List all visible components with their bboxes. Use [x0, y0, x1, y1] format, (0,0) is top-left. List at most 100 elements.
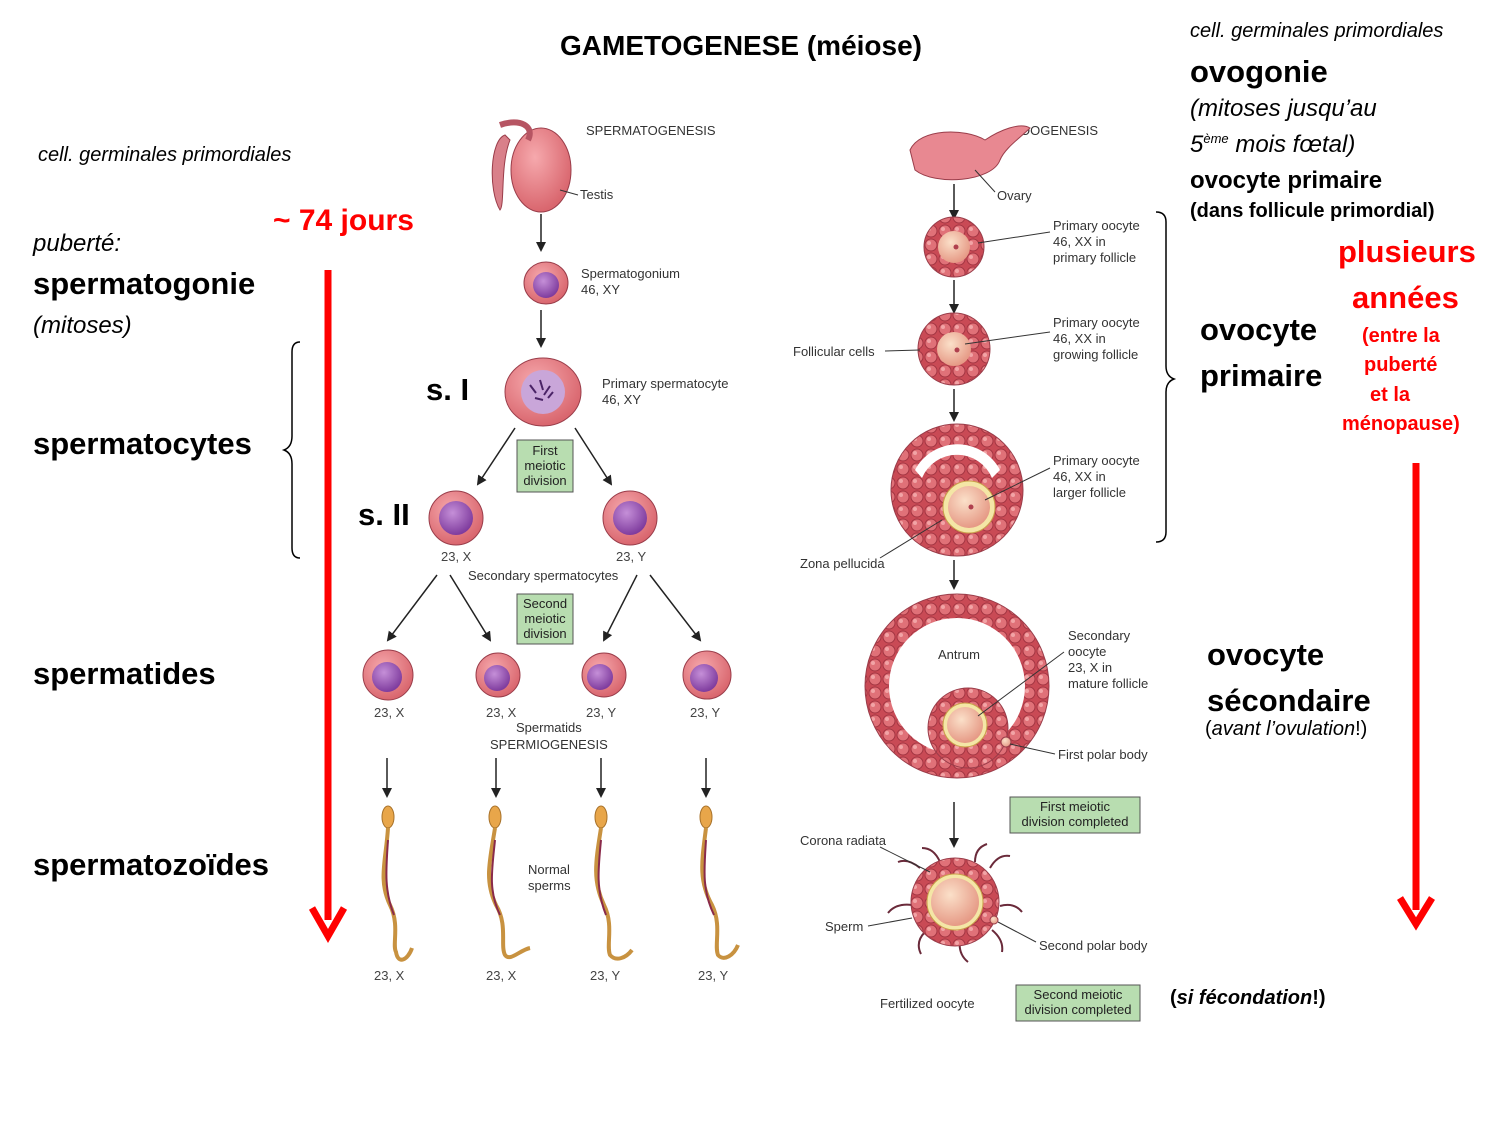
spermatid-karyotype-1: 23, X — [374, 705, 405, 720]
second-completed-line1: Second meiotic — [1034, 987, 1123, 1002]
corona-radiata-label: Corona radiata — [800, 833, 887, 848]
ovocyte-primaire-brace — [1155, 211, 1177, 543]
ovogonie-mitoses-line2: 5ème mois fœtal) — [1190, 131, 1355, 159]
secondary-spermatocyte-y-cell — [602, 490, 658, 546]
secondary-y-karyotype: 23, Y — [616, 549, 646, 564]
spermatides-label: spermatides — [33, 656, 216, 691]
spermiogenesis-label: SPERMIOGENESIS — [490, 737, 608, 752]
spermatogonie-label: spermatogonie — [33, 266, 256, 301]
spermatogonium-cell — [523, 261, 569, 305]
sperm-karyotype-2: 23, X — [486, 968, 517, 983]
larger-follicle — [890, 423, 1024, 557]
ovocyte-primaire-label-1: ovocyte — [1200, 312, 1318, 347]
et-la-label: et la — [1370, 384, 1411, 406]
male-duration-label: ~ 74 jours — [273, 204, 414, 237]
primary-oocyte-2-line3: growing follicle — [1053, 347, 1138, 362]
second-meiotic-completed-box — [1015, 984, 1141, 1022]
ovogonie-label: ovogonie — [1190, 54, 1328, 89]
fertilized-oocyte — [887, 843, 1023, 963]
second-meiotic-division-box — [516, 593, 574, 645]
sperm-karyotype-3: 23, Y — [590, 968, 620, 983]
avant-text: avant l’ovulation — [1211, 718, 1356, 740]
primary-oocyte-3-line2: 46, XX in — [1053, 469, 1106, 484]
spermatocytes-brace — [281, 341, 301, 559]
sperm-karyotype-4: 23, Y — [698, 968, 728, 983]
antrum-label: Antrum — [938, 647, 980, 662]
ovocyte-secondaire-label-1: ovocyte — [1207, 637, 1325, 672]
first-completed-line2: division completed — [1022, 814, 1129, 829]
secondary-oocyte-line2: oocyte — [1068, 644, 1106, 659]
ovocyte-primaire-label-2: primaire — [1200, 358, 1323, 393]
primary-oocyte-3-line3: larger follicle — [1053, 485, 1126, 500]
primary-oocyte-2-line2: 46, XX in — [1053, 331, 1106, 346]
first-meiotic-completed-box — [1009, 796, 1141, 834]
month-rest: mois fœtal) — [1228, 131, 1356, 158]
sperms-label: sperms — [528, 878, 571, 893]
page-title: GAMETOGENESE (méiose) — [560, 30, 923, 61]
spermatogenesis-heading: SPERMATOGENESIS — [586, 123, 716, 138]
spermatids-label: Spermatids — [516, 720, 582, 735]
spermatid-cell-3 — [581, 652, 627, 698]
first-polar-body-label: First polar body — [1058, 747, 1148, 762]
secondary-oocyte-line1: Secondary — [1068, 628, 1131, 643]
second-meiotic-line1: Second — [523, 596, 567, 611]
ovary-label: Ovary — [997, 188, 1032, 203]
first-meiotic-line1: First — [532, 443, 558, 458]
primary-oocyte-1-line1: Primary oocyte — [1053, 218, 1140, 233]
menopause-label: ménopause) — [1342, 413, 1460, 435]
si-fecondation-label: (si fécondation!) — [1170, 987, 1326, 1010]
spermatid-karyotype-4: 23, Y — [690, 705, 720, 720]
normal-label: Normal — [528, 862, 570, 877]
sperm-cell-2 — [487, 805, 531, 960]
secondary-spermatocytes-label: Secondary spermatocytes — [468, 568, 619, 583]
spermatid-cell-4 — [682, 650, 732, 700]
second-completed-line2: division completed — [1025, 1002, 1132, 1017]
first-meiotic-line2: meiotic — [524, 458, 566, 473]
spermatid-cell-1 — [362, 649, 414, 701]
secondary-x-karyotype: 23, X — [441, 549, 472, 564]
spermatid-karyotype-2: 23, X — [486, 705, 517, 720]
fertilized-oocyte-label: Fertilized oocyte — [880, 996, 975, 1011]
s2-label: s. II — [358, 497, 410, 532]
secondary-oocyte-line4: mature follicle — [1068, 676, 1148, 691]
spermatogonium-karyotype: 46, XY — [581, 282, 620, 297]
avant-close: !) — [1355, 718, 1368, 740]
si-open: ( — [1170, 987, 1177, 1009]
second-meiotic-line3: division — [523, 626, 566, 641]
follicule-label: (dans follicule primordial) — [1190, 200, 1435, 222]
first-completed-line1: First meiotic — [1040, 799, 1111, 814]
primary-oocyte-2-line1: Primary oocyte — [1053, 315, 1140, 330]
plusieurs-label: plusieurs — [1338, 234, 1476, 269]
ovary-icon — [909, 125, 1031, 181]
female-primordial-label: cell. germinales primordiales — [1190, 20, 1444, 42]
primary-spermatocyte-label: Primary spermatocyte — [602, 376, 728, 391]
male-primordial-label: cell. germinales primordiales — [38, 144, 292, 166]
puberty-label: puberté: — [33, 230, 122, 257]
ovocyte-secondaire-label-2: sécondaire — [1207, 683, 1371, 718]
month-number: 5 — [1190, 131, 1204, 158]
entre-la-label: (entre la — [1362, 325, 1440, 347]
primary-oocyte-1-line3: primary follicle — [1053, 250, 1136, 265]
ovogonie-mitoses-line1: (mitoses jusqu’au — [1190, 95, 1377, 122]
annees-label: années — [1352, 280, 1459, 315]
primary-oocyte-3-line1: Primary oocyte — [1053, 453, 1140, 468]
puberte-label: puberté — [1364, 354, 1438, 376]
month-superscript: ème — [1203, 131, 1229, 146]
avant-open: ( — [1205, 718, 1212, 740]
sperm-cell-1 — [381, 805, 414, 962]
testis-icon — [491, 119, 572, 213]
si-text: si fécondation — [1176, 987, 1313, 1009]
male-duration-arrowhead — [308, 906, 348, 944]
zona-pellucida-label: Zona pellucida — [800, 556, 885, 571]
primary-oocyte-1-line2: 46, XX in — [1053, 234, 1106, 249]
spermatid-karyotype-3: 23, Y — [586, 705, 616, 720]
second-polar-body-label: Second polar body — [1039, 938, 1148, 953]
spermatid-cell-2 — [475, 652, 521, 698]
sperm-label: Sperm — [825, 919, 863, 934]
primary-spermatocyte-karyotype: 46, XY — [602, 392, 641, 407]
growing-follicle — [917, 312, 991, 386]
primary-spermatocyte-cell — [504, 357, 582, 427]
secondary-oocyte-line3: 23, X in — [1068, 660, 1112, 675]
sperm-cell-4 — [699, 805, 740, 960]
